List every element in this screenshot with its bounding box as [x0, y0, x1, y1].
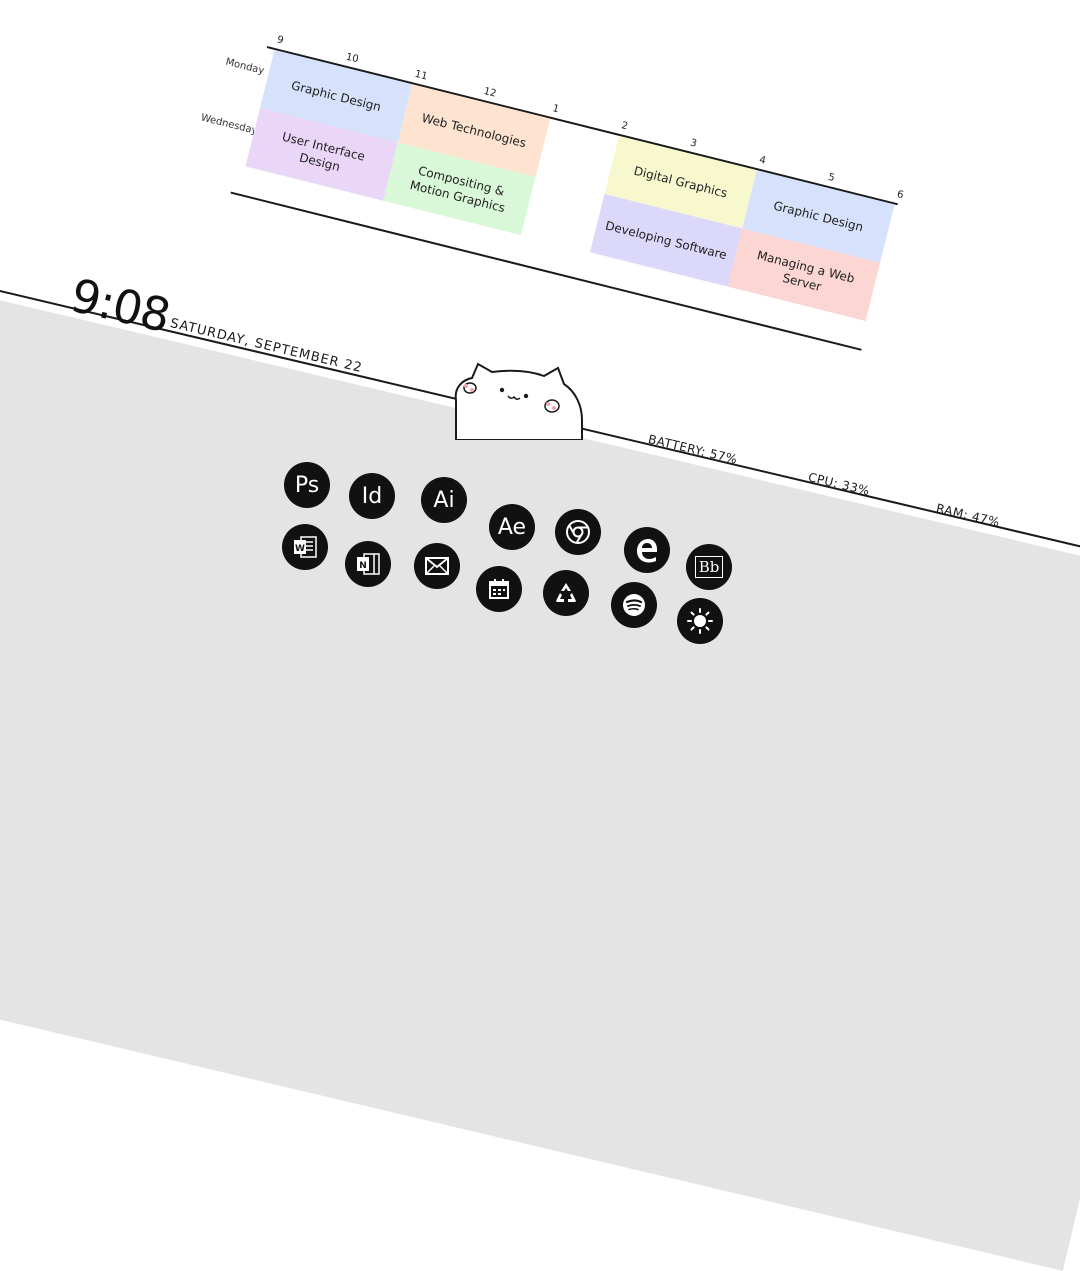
- indesign-icon: Id: [361, 483, 383, 509]
- hour-label: 9: [275, 34, 285, 47]
- after-effects-app[interactable]: Ae: [489, 504, 535, 550]
- after-effects-icon: Ae: [497, 514, 527, 540]
- onenote-app[interactable]: N: [345, 541, 391, 587]
- blackboard-app[interactable]: Bb: [686, 544, 732, 590]
- mail-icon: [425, 557, 449, 575]
- svg-text:N: N: [359, 561, 367, 571]
- weather-app[interactable]: [677, 598, 723, 644]
- hour-label: 1: [551, 103, 561, 116]
- calendar-app[interactable]: [476, 566, 522, 612]
- recycle-icon: [556, 583, 576, 602]
- chrome-icon: [566, 520, 590, 544]
- hour-label: 12: [482, 85, 498, 100]
- hour-label: 10: [344, 51, 360, 66]
- hour-label: 5: [826, 171, 836, 185]
- edge-icon: [637, 539, 657, 563]
- day-label-monday: Monday: [224, 56, 266, 77]
- onenote-icon: N: [357, 553, 380, 575]
- hour-label: 11: [413, 68, 429, 83]
- chrome-app[interactable]: [555, 509, 601, 555]
- photoshop-app[interactable]: Ps: [284, 462, 330, 508]
- illustrator-icon: Ai: [433, 487, 455, 513]
- spotify-app[interactable]: [611, 582, 657, 628]
- cat-illustration: [454, 362, 583, 440]
- sun-icon: [687, 608, 713, 634]
- hour-label: 4: [757, 154, 767, 167]
- word-icon: W: [294, 536, 317, 558]
- word-app[interactable]: W: [282, 524, 328, 570]
- class-schedule: 9 10 11 12 1 2 3 4 5 6 Monday Wednesday …: [200, 34, 905, 351]
- recycle-bin-app[interactable]: [543, 570, 589, 616]
- hour-label: 2: [620, 120, 630, 133]
- svg-text:W: W: [295, 544, 305, 554]
- blackboard-icon: Bb: [694, 556, 724, 578]
- hour-label: 3: [689, 137, 698, 150]
- indesign-app[interactable]: Id: [349, 473, 395, 519]
- hour-label: 6: [895, 189, 905, 202]
- edge-app[interactable]: [624, 527, 670, 573]
- mail-app[interactable]: [414, 543, 460, 589]
- day-label-wednesday: Wednesday: [199, 112, 259, 137]
- photoshop-icon: Ps: [294, 472, 320, 498]
- illustrator-app[interactable]: Ai: [421, 477, 467, 523]
- spotify-icon: [623, 594, 645, 616]
- calendar-icon: [489, 579, 509, 599]
